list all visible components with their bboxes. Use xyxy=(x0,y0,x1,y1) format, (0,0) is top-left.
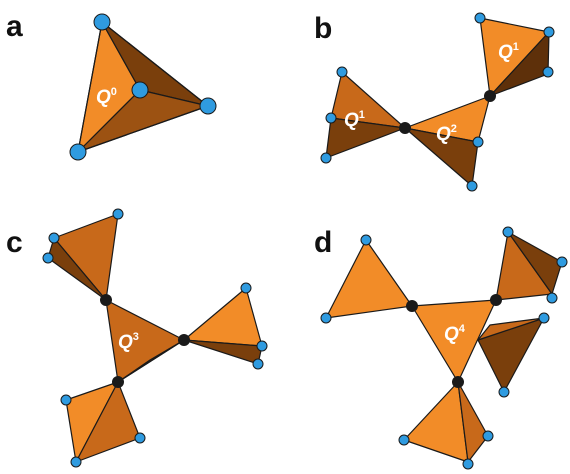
vertex-dot xyxy=(466,180,478,192)
panel-b: b Q1 Q1 Q2 xyxy=(314,12,555,192)
tetrahedron-d-right xyxy=(477,312,550,398)
face xyxy=(75,381,141,463)
face xyxy=(403,381,469,463)
panel-c-label: c xyxy=(6,226,23,259)
face xyxy=(47,237,107,301)
panel-d-label: d xyxy=(314,226,332,259)
bridge-atom xyxy=(112,376,124,388)
tetrahedron-c-right xyxy=(183,282,268,370)
b-q1-top-label: Q1 xyxy=(498,41,519,63)
vertex-dot xyxy=(240,282,252,294)
vertex-dot xyxy=(472,136,484,148)
vertex-dot xyxy=(252,358,264,370)
face xyxy=(117,339,185,383)
tetrahedron-q4 xyxy=(411,299,497,383)
vertex-dot xyxy=(320,152,332,164)
bridge-atom xyxy=(406,300,418,312)
vertex-dot xyxy=(474,12,486,24)
panel-b-label: b xyxy=(314,12,332,45)
bridge-atom xyxy=(399,122,411,134)
vertex-dot xyxy=(502,226,514,238)
bridge-atom xyxy=(178,334,190,346)
vertex-dot xyxy=(93,13,111,31)
face xyxy=(183,339,263,365)
panel-c: c Q3 xyxy=(6,208,268,468)
vertex-dot xyxy=(336,66,348,78)
tetrahedron-q0 xyxy=(69,13,217,161)
tetrahedron-b-left xyxy=(320,66,406,164)
vertex-dot xyxy=(42,252,54,264)
tetrahedron-c-top xyxy=(42,208,124,301)
vertex-dot xyxy=(556,256,568,268)
vertex-dot xyxy=(70,456,82,468)
vertex-dot xyxy=(546,292,558,304)
tetrahedron-c-bottom xyxy=(60,381,146,468)
tetrahedron-d-bottom xyxy=(398,381,494,470)
b-q1-label: Q1 xyxy=(344,109,365,131)
face xyxy=(404,127,479,187)
vertex-dot xyxy=(48,232,60,244)
vertex-dot xyxy=(131,81,149,99)
vertex-dot xyxy=(134,432,146,444)
panel-a: a Q0 xyxy=(6,10,217,161)
tetrahedron-b-middle xyxy=(404,95,491,192)
q4-label: Q4 xyxy=(444,323,466,345)
face xyxy=(507,231,563,295)
vertex-dot xyxy=(60,394,72,406)
bridge-atom xyxy=(484,90,496,102)
face xyxy=(325,117,406,159)
tetrahedron-b-top xyxy=(474,12,555,97)
q3-label: Q3 xyxy=(118,331,139,353)
vertex-dot xyxy=(543,26,555,38)
vertex-dot xyxy=(256,340,268,352)
bridge-atom xyxy=(452,376,464,388)
bridge-atom xyxy=(490,294,502,306)
panel-d: d Q4 xyxy=(314,226,568,470)
face xyxy=(477,317,545,341)
face xyxy=(183,287,263,347)
q0-label: Q0 xyxy=(96,86,117,108)
outline xyxy=(77,21,210,153)
face xyxy=(411,299,497,383)
b-q2-label: Q2 xyxy=(436,123,457,145)
vertex-dot xyxy=(69,143,87,161)
panel-a-label: a xyxy=(6,10,23,43)
tetrahedron-q3 xyxy=(105,299,185,383)
tetrahedron-d-top-right xyxy=(495,226,568,304)
vertex-dot xyxy=(112,208,124,220)
vertex-dot xyxy=(542,66,554,78)
vertex-dot xyxy=(325,112,337,124)
face xyxy=(325,239,413,319)
vertex-dot xyxy=(538,312,550,324)
vertex-dot xyxy=(199,97,217,115)
vertex-dot xyxy=(498,386,510,398)
tetrahedron-d-left xyxy=(320,234,413,324)
face xyxy=(457,381,489,463)
face xyxy=(489,31,550,97)
vertex-dot xyxy=(462,458,474,470)
vertex-dot xyxy=(360,234,372,246)
vertex-dot xyxy=(398,434,410,446)
vertex-dot xyxy=(320,312,332,324)
vertex-dot xyxy=(482,430,494,442)
bridge-atom xyxy=(100,294,112,306)
